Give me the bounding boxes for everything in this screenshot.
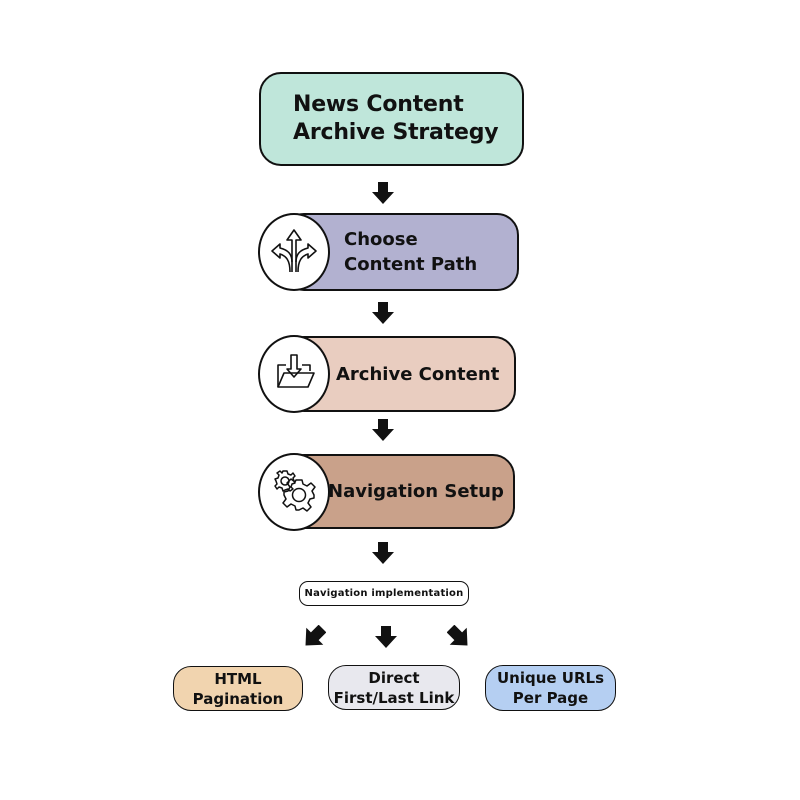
down-right-arrow	[447, 625, 471, 649]
implementation-label: Navigation implementation	[304, 588, 464, 599]
step-icon-circle	[258, 335, 330, 413]
step-icon-circle	[258, 213, 330, 291]
step-icon-circle	[258, 453, 330, 531]
split-arrows-icon	[268, 224, 320, 280]
title-label: News Content Archive Strategy	[293, 92, 499, 145]
implementation-node: Navigation implementation	[299, 581, 469, 606]
down-left-arrow	[302, 625, 326, 649]
option-unique-urls-per-page: Unique URLs Per Page	[485, 665, 616, 711]
step-label: Navigation Setup	[328, 481, 504, 502]
step-label: Choose Content Path	[344, 229, 478, 275]
folder-download-icon	[270, 351, 318, 397]
down-arrow	[372, 419, 394, 441]
option-direct-first-last-link: Direct First/Last Link	[328, 665, 460, 710]
down-arrow	[372, 542, 394, 564]
step-label: Archive Content	[336, 363, 500, 385]
gears-icon	[269, 465, 319, 519]
option-label: HTML Pagination	[192, 669, 284, 708]
option-label: Direct First/Last Link	[333, 668, 455, 707]
down-arrow	[375, 626, 397, 648]
down-arrow	[372, 302, 394, 324]
down-arrow	[372, 182, 394, 204]
option-html-pagination: HTML Pagination	[173, 666, 303, 711]
title-node: News Content Archive Strategy	[259, 72, 524, 166]
option-label: Unique URLs Per Page	[496, 669, 605, 707]
